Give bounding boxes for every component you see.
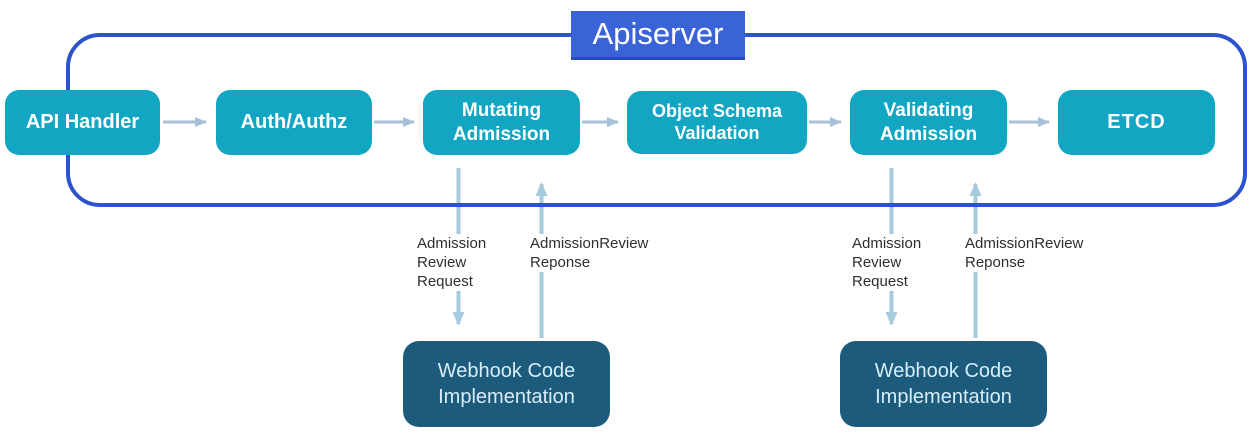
node-etcd: ETCD bbox=[1058, 90, 1215, 155]
apiserver-title: Apiserver bbox=[571, 11, 745, 60]
label-admission-review-request-right: Admission Review Request bbox=[850, 234, 924, 291]
node-mutating-admission: Mutating Admission bbox=[423, 90, 580, 155]
node-auth-authz: Auth/Authz bbox=[216, 90, 372, 155]
webhook-code-implementation-right: Webhook Code Implementation bbox=[840, 341, 1047, 427]
node-api-handler: API Handler bbox=[5, 90, 160, 155]
node-object-schema-validation: Object Schema Validation bbox=[627, 91, 807, 154]
label-admission-review-request-left: Admission Review Request bbox=[415, 234, 489, 291]
node-validating-admission: Validating Admission bbox=[850, 90, 1007, 155]
label-admission-review-response-right: AdmissionReview Reponse bbox=[963, 234, 1086, 272]
webhook-code-implementation-left: Webhook Code Implementation bbox=[403, 341, 610, 427]
label-admission-review-response-left: AdmissionReview Reponse bbox=[528, 234, 651, 272]
